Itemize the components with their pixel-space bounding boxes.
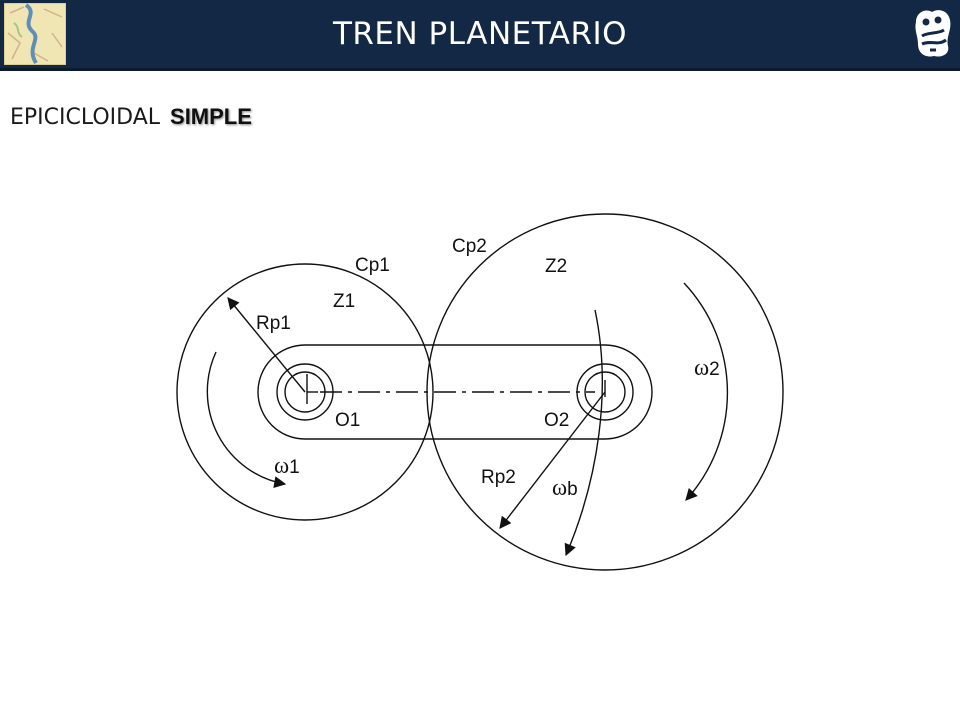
institution-emblem-icon (915, 10, 951, 57)
label-z1: Z1 (333, 291, 355, 312)
hub-inner-2 (584, 371, 626, 413)
slide-title: TREN PLANETARIO (332, 16, 628, 52)
label-omegab-symbol: ω (552, 475, 567, 500)
label-omega2-symbol: ω (694, 355, 709, 380)
label-rp2: Rp2 (481, 467, 516, 488)
label-cp2: Cp2 (452, 236, 487, 257)
label-omega1: ω1 (274, 453, 300, 478)
label-cp1: Cp1 (355, 255, 390, 276)
radius-rp1-line (227, 297, 306, 393)
label-omega2: ω2 (694, 355, 720, 380)
label-omega1-symbol: ω (274, 453, 289, 478)
radius-rp2-line (499, 391, 606, 529)
subtitle-text: EPICICLOIDAL (10, 105, 161, 130)
label-o2: O2 (544, 410, 569, 431)
pitch-circle-1 (176, 263, 434, 521)
label-z2: Z2 (545, 256, 567, 277)
subtitle-emphasis: SIMPLE (170, 104, 252, 129)
omega2-arrow (683, 282, 729, 501)
omega1-arrow (206, 351, 287, 489)
slide-header: TREN PLANETARIO (0, 0, 960, 71)
map-logo-icon (4, 3, 66, 65)
label-omegab-index: b (567, 479, 578, 500)
omegab-arrow (564, 309, 603, 557)
label-o1: O1 (335, 410, 360, 431)
planet-arm (257, 344, 653, 440)
label-omega1-index: 1 (289, 457, 300, 478)
slide-subtitle: EPICICLOIDAL SIMPLE (10, 104, 252, 130)
label-rp1: Rp1 (256, 313, 291, 334)
label-omega2-index: 2 (709, 359, 720, 380)
label-omegab: ωb (552, 475, 578, 500)
